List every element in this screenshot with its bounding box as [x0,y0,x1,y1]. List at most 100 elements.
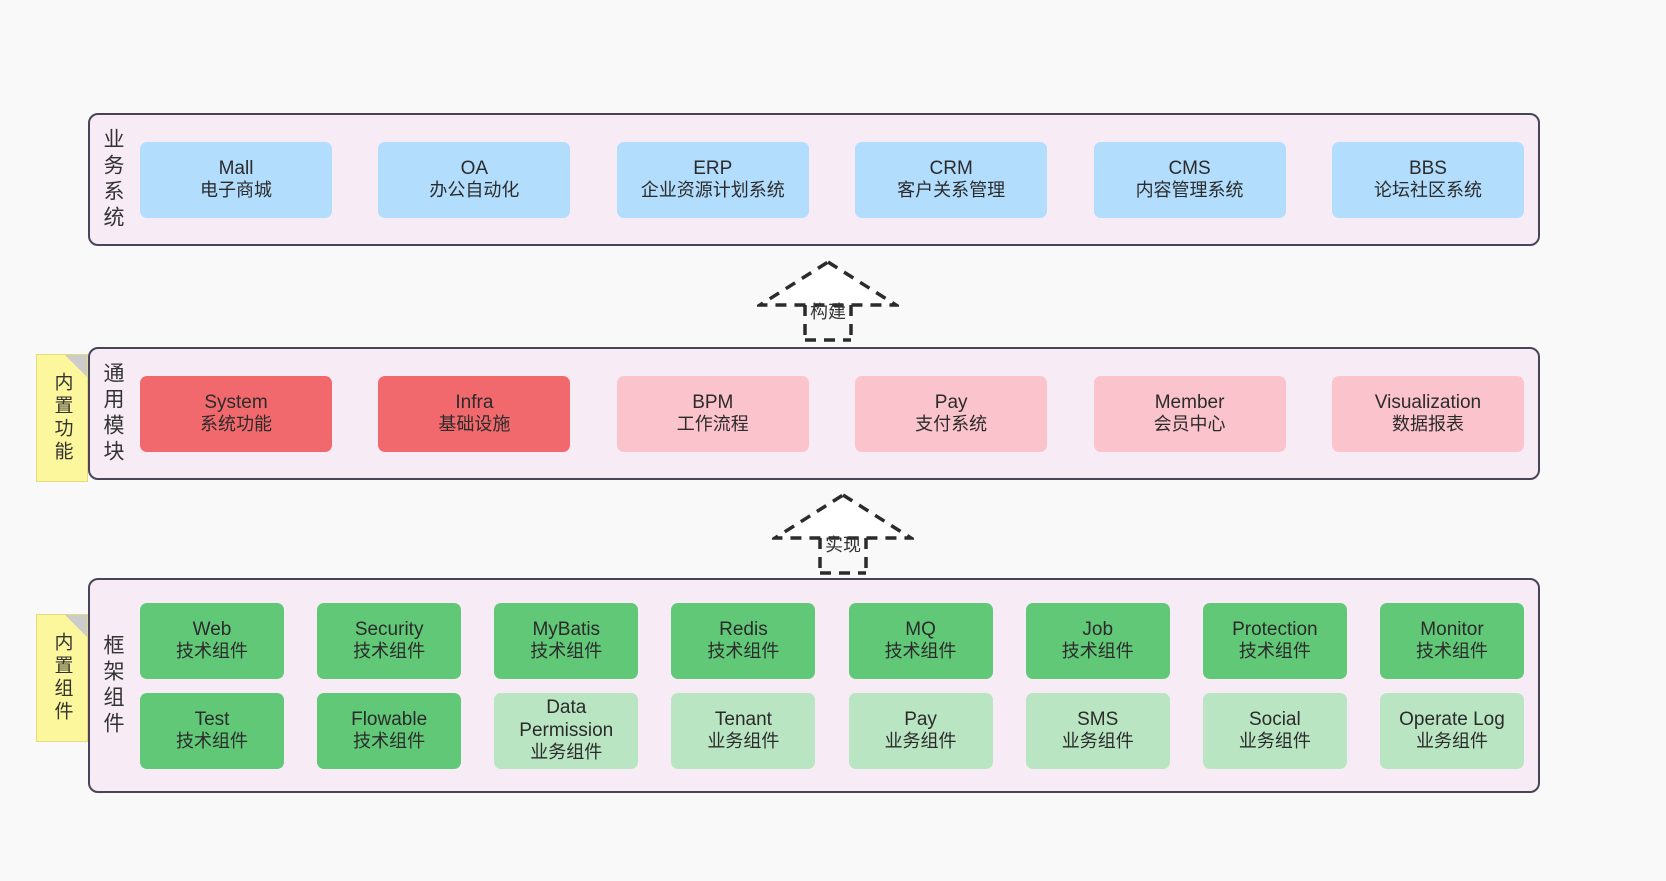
layer-body-common-modules: System 系统功能 Infra 基础设施 BPM 工作流程 Pay 支付系统… [134,349,1538,478]
module-box-member[interactable]: Member 会员中心 [1093,375,1286,452]
component-desc: 技术组件 [353,731,426,752]
component-desc: 技术组件 [1415,641,1488,662]
component-box-job[interactable]: Job 技术组件 [1025,602,1170,679]
layer-business-system: 业务系统 Mall 电子商城 OA 办公自动化 ERP 企业资源计划系统 CRM… [88,113,1540,246]
component-name: MyBatis [532,618,601,640]
layer-row: Web 技术组件 Security 技术组件 MyBatis 技术组件 Redi… [140,602,1524,679]
component-desc: 技术组件 [530,641,603,662]
module-desc: 客户关系管理 [897,180,1006,201]
module-box-bpm[interactable]: BPM 工作流程 [616,375,809,452]
component-desc: 业务组件 [884,731,957,752]
connector-build-label: 构建 [810,302,846,322]
module-name: CRM [929,157,973,179]
component-box-pay[interactable]: Pay 业务组件 [848,692,993,769]
module-box-erp[interactable]: ERP 企业资源计划系统 [616,141,809,218]
component-box-sms[interactable]: SMS 业务组件 [1025,692,1170,769]
module-name: Visualization [1374,391,1482,413]
module-name: Pay [934,391,968,413]
note-fold-icon [65,615,87,637]
module-name: Infra [455,391,494,413]
module-box-oa[interactable]: OA 办公自动化 [378,141,571,218]
module-name: ERP [693,157,733,179]
component-name: Security [354,618,424,640]
note-label: 内置功能 [51,372,73,464]
connector-build-arrow [757,259,899,342]
module-box-bbs[interactable]: BBS 论坛社区系统 [1331,141,1524,218]
module-desc: 企业资源计划系统 [640,180,785,201]
module-box-system[interactable]: System 系统功能 [140,375,332,452]
layer-framework-components: 框架组件 Web 技术组件 Security 技术组件 MyBatis 技术组件… [88,578,1540,793]
module-desc: 支付系统 [915,414,988,435]
module-name: Member [1154,391,1225,413]
module-desc: 系统功能 [200,414,272,435]
component-box-tenant[interactable]: Tenant 业务组件 [671,692,816,769]
component-desc: 业务组件 [1238,731,1311,752]
component-box-flowable[interactable]: Flowable 技术组件 [317,692,462,769]
component-box-mybatis[interactable]: MyBatis 技术组件 [494,602,639,679]
component-box-monitor[interactable]: Monitor 技术组件 [1379,602,1524,679]
component-name: Job [1082,618,1114,640]
component-desc: 业务组件 [1415,731,1488,752]
module-box-mall[interactable]: Mall 电子商城 [140,141,332,218]
note-fold-icon [65,355,87,377]
connector-build: 构建 [757,258,899,342]
component-name: Protection [1232,618,1318,640]
component-desc: 技术组件 [1238,641,1311,662]
component-name: Data Permission [519,697,614,741]
component-name: Redis [719,618,768,640]
component-desc: 业务组件 [707,731,780,752]
layer-row: Mall 电子商城 OA 办公自动化 ERP 企业资源计划系统 CRM 客户关系… [140,141,1524,218]
component-desc: 业务组件 [530,742,603,763]
component-box-mq[interactable]: MQ 技术组件 [848,602,993,679]
module-desc: 内容管理系统 [1135,180,1244,201]
layer-body-business-system: Mall 电子商城 OA 办公自动化 ERP 企业资源计划系统 CRM 客户关系… [134,115,1538,244]
module-box-crm[interactable]: CRM 客户关系管理 [855,141,1048,218]
component-box-web[interactable]: Web 技术组件 [140,602,284,679]
module-desc: 工作流程 [676,414,749,435]
component-desc: 技术组件 [176,731,248,752]
component-box-redis[interactable]: Redis 技术组件 [671,602,816,679]
note-label: 内置组件 [51,632,73,724]
module-name: BPM [692,391,734,413]
component-box-operate-log[interactable]: Operate Log 业务组件 [1379,692,1524,769]
module-desc: 数据报表 [1391,414,1464,435]
component-name: Web [192,618,232,640]
layer-common-modules: 通用模块 System 系统功能 Infra 基础设施 BPM 工作流程 Pay… [88,347,1540,480]
component-box-protection[interactable]: Protection 技术组件 [1202,602,1347,679]
component-desc: 技术组件 [707,641,780,662]
module-box-infra[interactable]: Infra 基础设施 [378,375,571,452]
layer-title-business-system: 业务系统 [101,127,125,232]
component-desc: 技术组件 [884,641,957,662]
layer-body-framework-components: Web 技术组件 Security 技术组件 MyBatis 技术组件 Redi… [134,580,1538,791]
component-name: Monitor [1420,618,1484,640]
component-name: SMS [1077,708,1119,730]
note-builtin-function: 内置功能 [36,354,88,482]
module-desc: 基础设施 [438,414,511,435]
module-name: System [204,391,268,413]
component-box-security[interactable]: Security 技术组件 [317,602,462,679]
module-name: BBS [1408,157,1447,179]
connector-implement-label: 实现 [825,535,861,555]
component-box-social[interactable]: Social 业务组件 [1202,692,1347,769]
note-builtin-component: 内置组件 [36,614,88,742]
module-name: OA [460,157,489,179]
component-desc: 业务组件 [1061,731,1134,752]
module-box-visualization[interactable]: Visualization 数据报表 [1331,375,1524,452]
module-desc: 论坛社区系统 [1373,180,1482,201]
module-box-cms[interactable]: CMS 内容管理系统 [1093,141,1286,218]
layer-row: System 系统功能 Infra 基础设施 BPM 工作流程 Pay 支付系统… [140,375,1524,452]
module-box-pay[interactable]: Pay 支付系统 [855,375,1048,452]
layer-title-framework-components: 框架组件 [101,633,125,738]
component-name: Test [194,708,230,730]
component-name: Operate Log [1399,708,1505,730]
component-desc: 技术组件 [176,641,248,662]
component-name: Tenant [714,708,772,730]
component-name: Social [1248,708,1301,730]
component-box-test[interactable]: Test 技术组件 [140,692,284,769]
module-desc: 办公自动化 [429,180,520,201]
component-name: MQ [905,618,936,640]
component-box-data-permission[interactable]: Data Permission 业务组件 [494,692,639,769]
component-desc: 技术组件 [353,641,426,662]
layer-row: Test 技术组件 Flowable 技术组件 Data Permission … [140,692,1524,769]
